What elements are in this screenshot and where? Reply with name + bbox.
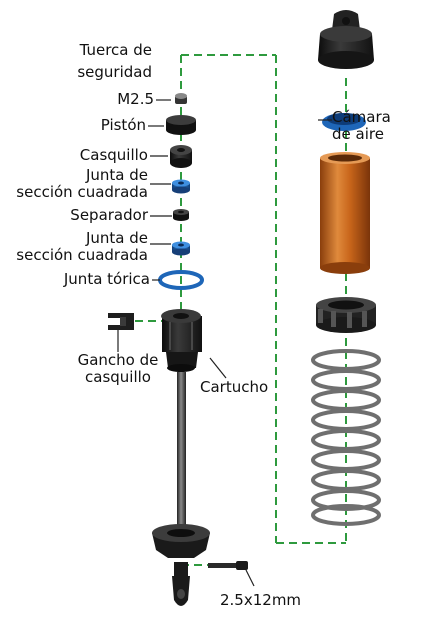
label-spacer: Separador: [70, 206, 148, 224]
label-m25: M2.5: [117, 90, 154, 108]
label-square-seal-b-line2: sección cuadrada: [16, 246, 148, 264]
spacer-part: [173, 209, 189, 221]
piston-part: [166, 115, 196, 135]
label-bushing-clip-line1: Gancho de: [77, 351, 159, 369]
square-seal-a-part: [172, 179, 190, 194]
label-piston: Pistón: [100, 116, 146, 134]
leader-lines: [117, 99, 332, 587]
rod-end-part: [172, 562, 190, 606]
shock-spring-part: [311, 349, 381, 526]
label-square-seal-a: Junta de sección cuadrada: [4, 167, 148, 201]
square-seal-b-part: [172, 241, 190, 256]
label-air-chamber: Cámara de aire: [332, 109, 391, 143]
label-air-chamber-line2: de aire: [332, 125, 384, 143]
label-lock-nut-line1: Tuerca de: [79, 41, 152, 59]
label-square-seal-b-line1: Junta de: [85, 229, 148, 247]
air-chamber-part: [322, 113, 366, 131]
spring-cup-part: [152, 524, 210, 558]
label-o-ring: Junta tórica: [63, 270, 150, 288]
label-square-seal-a-line2: sección cuadrada: [16, 183, 148, 201]
label-screw: 2.5x12mm: [220, 591, 302, 609]
label-bushing-clip-line2: casquillo: [85, 368, 151, 386]
label-square-seal-b: Junta de sección cuadrada: [4, 230, 148, 264]
label-lock-nut-line2: seguridad: [77, 63, 152, 81]
bushing-clip-part: [108, 313, 134, 330]
cartridge-part: [161, 309, 202, 372]
label-cartridge: Cartucho: [200, 378, 269, 396]
label-bushing: Casquillo: [79, 146, 148, 164]
lock-nut-m25: [175, 93, 187, 104]
label-bushing-clip: Gancho de casquillo: [60, 352, 176, 386]
shock-body-part: [320, 152, 370, 274]
shock-shaft-part: [177, 372, 186, 530]
label-air-chamber-line1: Cámara: [332, 108, 391, 126]
screw-part: [208, 561, 248, 570]
shock-cap-part: [318, 10, 374, 69]
label-square-seal-a-line1: Junta de: [85, 166, 148, 184]
spring-collar-part: [316, 297, 376, 333]
label-lock-nut: Tuerca de seguridad: [56, 42, 152, 81]
bushing-part: [170, 145, 192, 168]
